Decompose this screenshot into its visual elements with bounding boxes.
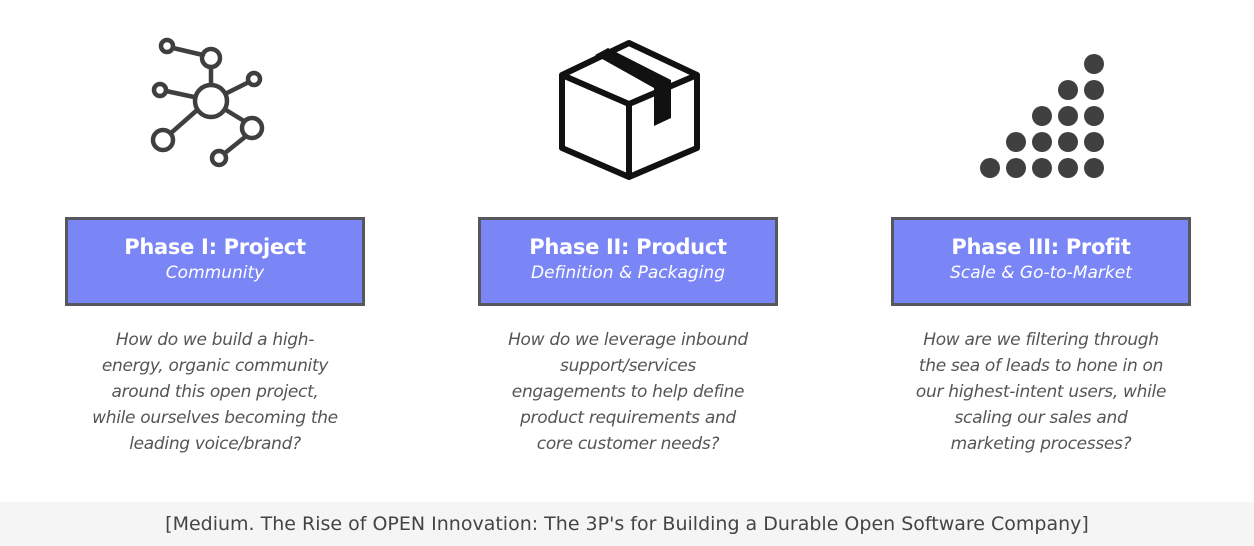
phase-3-description: How are we filtering through the sea of … bbox=[891, 327, 1191, 457]
network-icon bbox=[150, 37, 265, 168]
description-line: scaling our sales and bbox=[954, 408, 1128, 428]
source-caption: [Medium. The Rise of OPEN Innovation: Th… bbox=[0, 502, 1254, 546]
description-line: How do we build a high- bbox=[115, 330, 315, 350]
dot-staircase-icon bbox=[980, 54, 1104, 178]
phase-3-box: Phase III: Profit Scale & Go-to-Market bbox=[891, 217, 1191, 306]
phase-subtitle: Definition & Packaging bbox=[530, 263, 725, 283]
phase-title: Phase II: Product bbox=[529, 235, 727, 259]
description-line: energy, organic community bbox=[101, 356, 329, 376]
description-line: our highest-intent users, while bbox=[915, 382, 1167, 402]
description-line: around this open project, bbox=[111, 382, 319, 402]
description-line: core customer needs? bbox=[536, 434, 720, 454]
phase-subtitle: Scale & Go-to-Market bbox=[950, 263, 1132, 283]
phase-subtitle: Community bbox=[165, 263, 265, 283]
phase-2-box: Phase II: Product Definition & Packaging bbox=[478, 217, 778, 306]
phase-2-description: How do we leverage inbound support/servi… bbox=[478, 327, 778, 457]
description-line: marketing processes? bbox=[950, 434, 1132, 454]
description-line: product requirements and bbox=[520, 408, 736, 428]
box-icon bbox=[559, 40, 700, 180]
description-line: How do we leverage inbound bbox=[508, 330, 748, 350]
description-line: leading voice/brand? bbox=[129, 434, 301, 454]
description-line: while ourselves becoming the bbox=[92, 408, 338, 428]
phase-title: Phase I: Project bbox=[124, 235, 306, 259]
phase-1-box: Phase I: Project Community bbox=[65, 217, 365, 306]
description-line: How are we filtering through bbox=[923, 330, 1159, 350]
description-line: engagements to help define bbox=[511, 382, 745, 402]
phase-1-description: How do we build a high- energy, organic … bbox=[65, 327, 365, 457]
phase-title: Phase III: Profit bbox=[951, 235, 1131, 259]
description-line: support/services bbox=[560, 356, 696, 376]
description-line: the sea of leads to hone in on bbox=[918, 356, 1164, 376]
